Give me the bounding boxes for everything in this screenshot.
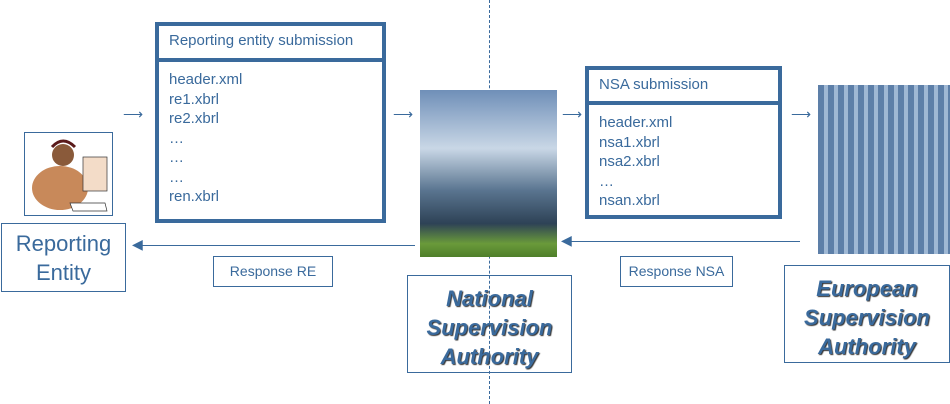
nsa-file-list: header.xml nsa1.xbrl nsa2.xbrl … nsan.xb… (589, 105, 778, 211)
arrow-right-icon: ⟶ (791, 106, 812, 122)
file-item: nsa1.xbrl (599, 133, 660, 151)
response-re-label: Response RE (213, 256, 333, 287)
nsa-submission-box: NSA submission header.xml nsa1.xbrl nsa2… (585, 66, 782, 219)
re-submission-box: Reporting entity submission header.xml r… (155, 22, 386, 223)
file-item: header.xml (599, 114, 673, 131)
file-item: header.xml (169, 71, 243, 88)
esa-building-image (818, 85, 950, 254)
file-item: re1.xbrl (169, 90, 220, 108)
arrow-right-icon: ⟶ (123, 106, 144, 122)
file-item: … (169, 168, 184, 186)
file-item: … (169, 149, 184, 166)
arrow-left-icon: ◀ (561, 232, 572, 248)
arrow-left-icon: ◀ (132, 236, 143, 252)
re-file-list: header.xml re1.xbrl re2.xbrl … … … ren.x… (159, 62, 382, 207)
re-submission-title: Reporting entity submission (159, 26, 382, 62)
esa-label: European Supervision Authority (784, 265, 950, 363)
file-item: ren.xbrl (169, 188, 220, 205)
file-item: nsan.xbrl (599, 192, 660, 209)
file-item: … (169, 129, 184, 147)
file-item: nsa2.xbrl (599, 153, 660, 170)
reporting-entity-label: Reporting Entity (1, 223, 126, 292)
nsa-building-image (420, 90, 557, 257)
file-item: … (599, 172, 614, 190)
file-item: re2.xbrl (169, 110, 220, 127)
response-re-arrow-line (140, 245, 415, 246)
nsa-submission-title: NSA submission (589, 70, 778, 105)
response-nsa-arrow-line (570, 241, 800, 242)
response-nsa-label: Response NSA (620, 256, 733, 287)
reporting-entity-image (24, 132, 113, 216)
arrow-right-icon: ⟶ (393, 106, 414, 122)
nsa-label: National Supervision Authority (407, 275, 572, 373)
arrow-right-icon: ⟶ (562, 106, 583, 122)
